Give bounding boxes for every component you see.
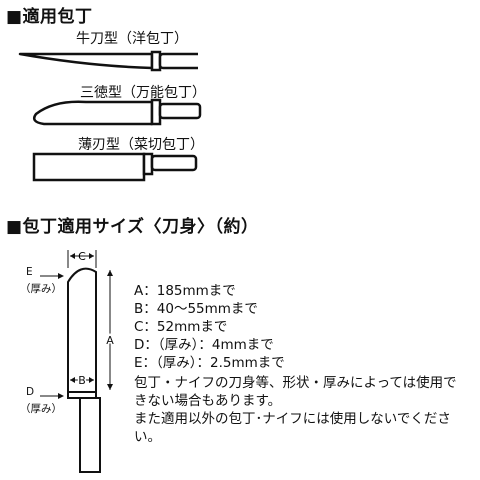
knife-label-gyuto: 牛刀型（洋包丁）	[76, 31, 188, 47]
knife-size-diagram: C A B	[40, 250, 116, 473]
dimension-label-b: B	[78, 374, 86, 387]
spec-e: E：（厚み）：2.5mmまで	[134, 355, 285, 371]
usage-warning: また適用以外の包丁･ナイフには使用しないでください。	[134, 411, 451, 445]
usuba-knife-icon	[32, 152, 198, 182]
label-e-thickness: （厚み）	[20, 283, 62, 295]
section-title-applicable-knives: ■適用包丁	[6, 7, 93, 27]
usage-note: 包丁・ナイフの刀身等、形状・厚みによっては使用できない場合もあります。	[134, 375, 457, 409]
knife-label-usuba: 薄刃型（菜切包丁）	[78, 137, 204, 153]
knife-label-santoku: 三徳型（万能包丁）	[80, 85, 206, 101]
dimension-label-a: A	[106, 334, 114, 347]
spec-c: C：52mmまで	[134, 319, 228, 335]
gyuto-knife-icon	[18, 50, 198, 72]
dimension-label-c: C	[78, 250, 86, 263]
spec-d: D：（厚み）：4mmまで	[134, 337, 274, 353]
spec-a: A：185mmまで	[134, 283, 236, 299]
spec-list: A：185mmまで B：40～55mmまで C：52mmまで D：（厚み）：4m…	[134, 282, 285, 372]
spec-b: B：40～55mmまで	[134, 301, 258, 317]
section-title-size: ■包丁適用サイズ〈刀身〉（約）	[6, 217, 259, 237]
label-e: E	[26, 266, 33, 278]
label-d: D	[26, 386, 35, 398]
santoku-knife-icon	[33, 98, 202, 126]
label-d-thickness: （厚み）	[20, 403, 62, 415]
